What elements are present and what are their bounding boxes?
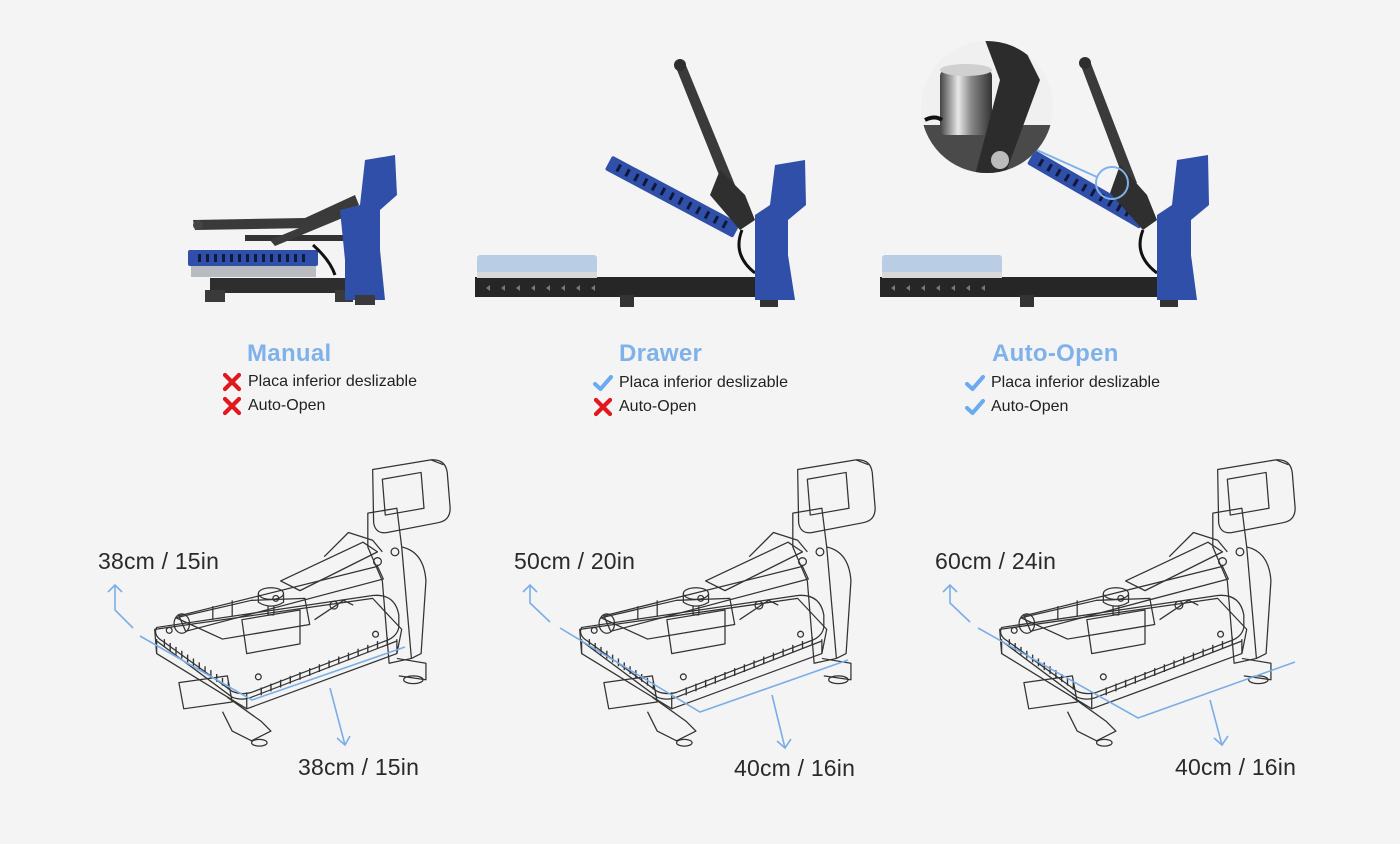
model-title-auto-open: Auto-Open [992,340,1119,367]
feature-drawer-sliding-plate: Placa inferior deslizable [593,372,788,394]
feature-drawer-auto-open: Auto-Open [593,396,696,418]
feature-label: Placa inferior deslizable [619,374,788,391]
feature-manual-sliding-plate: Placa inferior deslizable [222,371,417,393]
feature-label: Auto-Open [248,397,326,414]
feature-label: Auto-Open [991,398,1069,415]
model-title-drawer: Drawer [619,340,703,367]
manual-depth-label: 38cm / 15in [298,754,420,780]
feature-label: Auto-Open [619,398,697,415]
manual-width-label: 38cm / 15in [98,548,220,574]
auto-open-width-label: 60cm / 24in [935,548,1057,574]
drawer-press-photo [475,59,806,307]
auto-open-press-photo [880,57,1209,307]
feature-label: Placa inferior deslizable [991,374,1160,391]
auto-open-magnet-closeup [921,41,1053,173]
drawer-depth-label: 40cm / 16in [734,755,856,781]
drawer-width-label: 50cm / 20in [514,548,636,574]
feature-auto-open-auto-open: Auto-Open [965,396,1068,418]
manual-press-photo [188,155,397,305]
feature-label: Placa inferior deslizable [248,373,417,390]
model-title-manual: Manual [247,340,332,367]
auto-open-depth-label: 40cm / 16in [1175,754,1297,780]
feature-auto-open-sliding-plate: Placa inferior deslizable [965,372,1160,394]
feature-manual-auto-open: Auto-Open [222,395,325,417]
